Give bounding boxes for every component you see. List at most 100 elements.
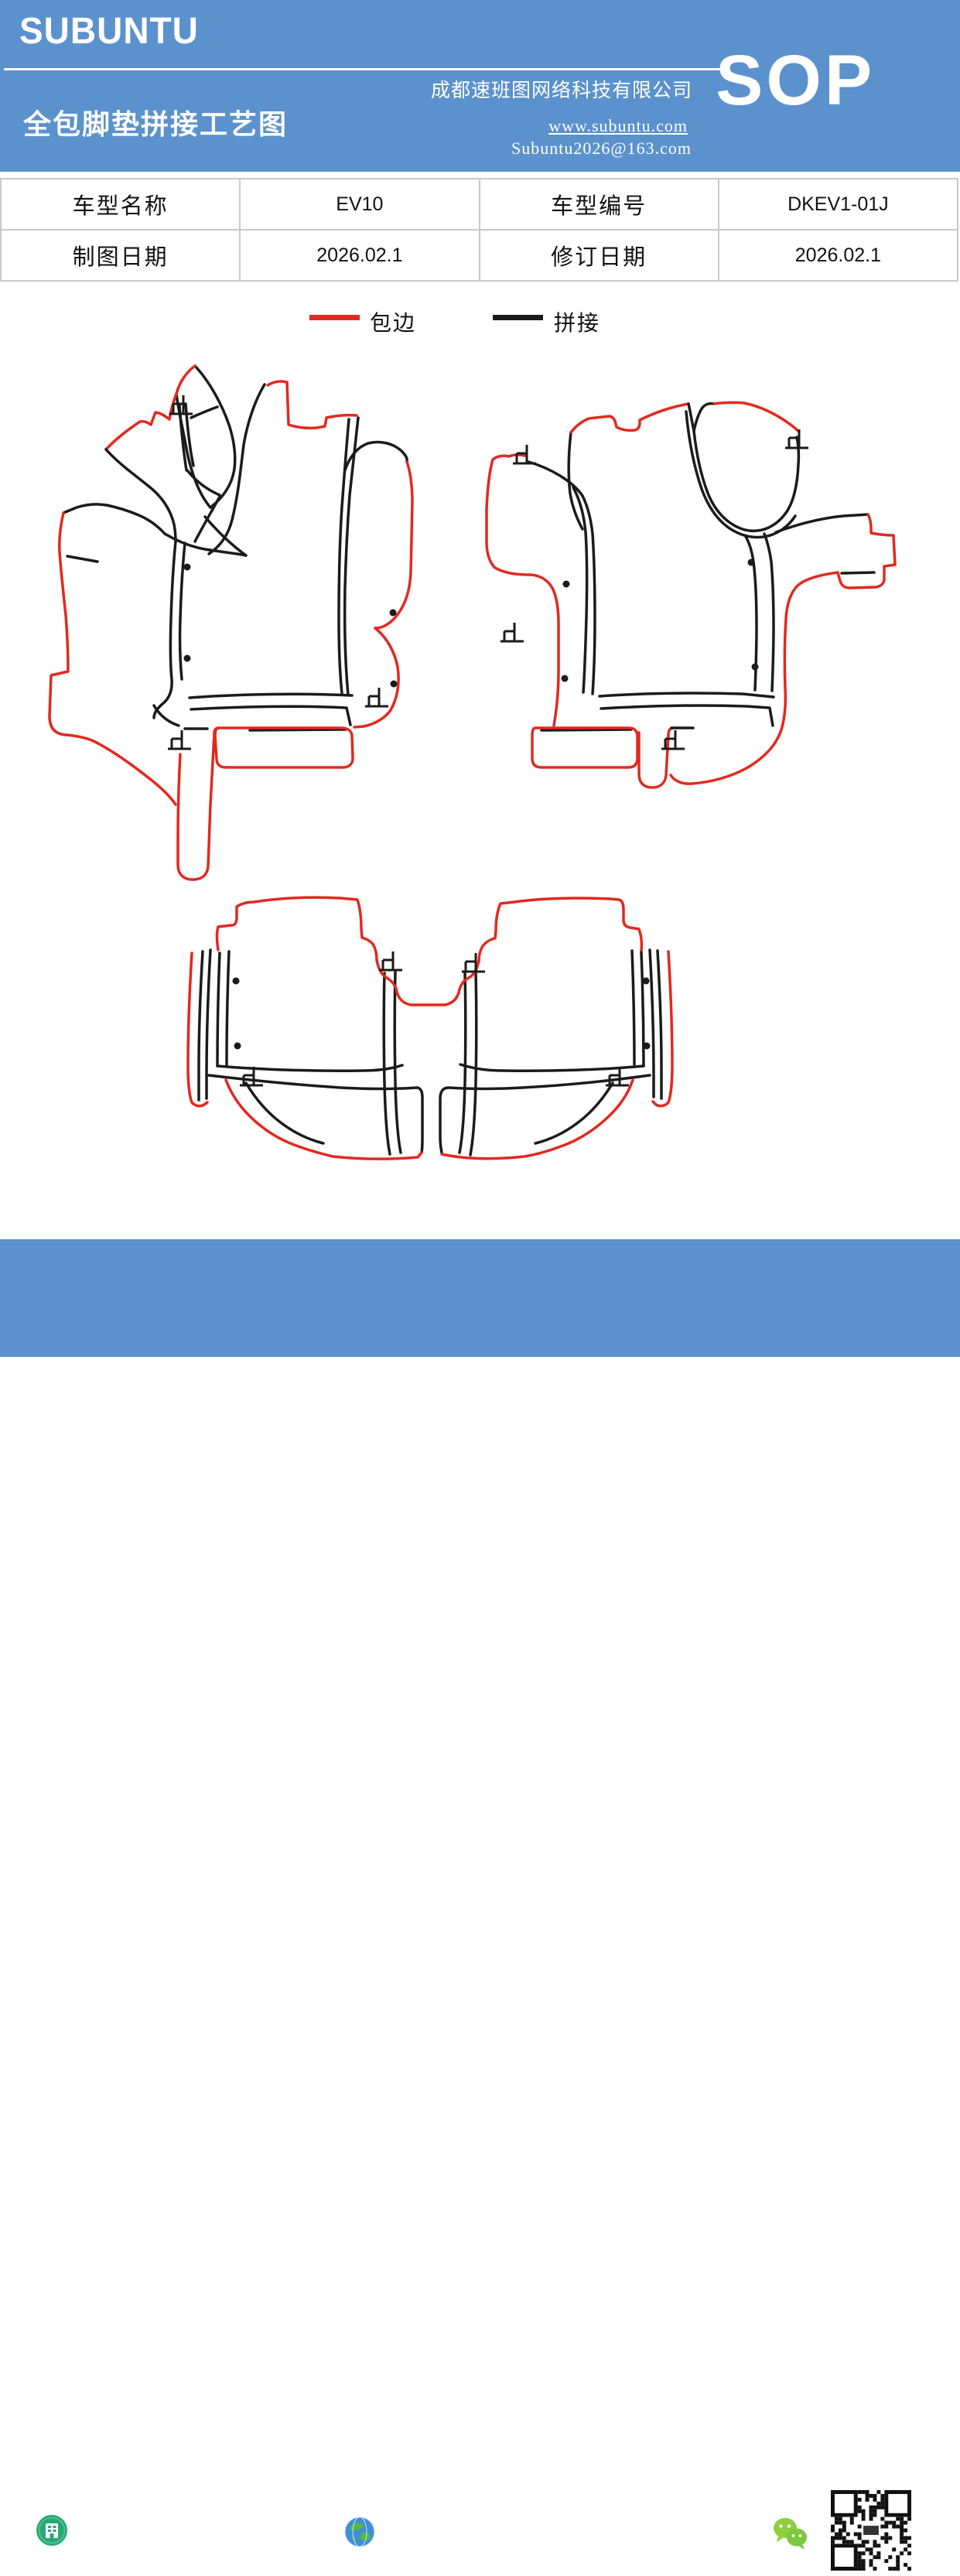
seam-line: [193, 364, 237, 509]
qr-code-modules: [831, 2490, 911, 2571]
seam-line: [178, 404, 188, 472]
alignment-dot: [390, 680, 398, 688]
seam-line: [534, 1081, 614, 1145]
binding-edge-line: [485, 453, 560, 727]
draw-date-value: 2026.02.1: [239, 229, 480, 282]
alignment-dot: [561, 675, 569, 682]
page-footer: 成都速班图网络科技有限公司 www.subuntu.com: [0, 1239, 960, 2576]
seam-line: [648, 948, 655, 1098]
stitch-stop-mark: [168, 730, 191, 750]
page-header: SUBUNTU 全包脚垫拼接工艺图 成都速班图网络科技有限公司 SOP www.…: [0, 0, 960, 172]
alignment-dot: [232, 977, 240, 985]
seam-line: [337, 418, 350, 695]
model-code-value: DKEV1-01J: [717, 178, 959, 231]
seam-line: [152, 704, 180, 727]
seam-line: [62, 503, 166, 535]
alignment-dot: [562, 580, 570, 588]
wechat-icon: [774, 2518, 807, 2550]
binding-edge-line: [48, 511, 177, 806]
table-row: 车型名称 EV10 车型编号 DKEV1-01J: [0, 178, 959, 231]
seam-line: [692, 429, 801, 532]
seam-line: [343, 416, 360, 696]
stitch-stop-mark: [785, 429, 808, 449]
seam-line: [203, 515, 248, 557]
seam-line: [178, 542, 186, 681]
seam-line: [184, 402, 195, 467]
binding-edge-line: [569, 402, 690, 434]
seam-line: [216, 1064, 404, 1072]
seam-line: [175, 392, 212, 509]
seam-line: [205, 948, 212, 1100]
seam-line: [581, 494, 596, 695]
table-row: 制图日期 2026.02.1 修订日期 2026.02.1: [0, 229, 959, 282]
alignment-dot: [747, 559, 755, 566]
binding-edge-line: [104, 392, 178, 451]
seam-line: [104, 448, 177, 543]
binding-edge-line: [637, 726, 675, 789]
seam-line: [207, 1074, 424, 1154]
revise-date-value: 2026.02.1: [717, 229, 959, 282]
seam-line: [572, 486, 589, 694]
legend-binding-line: [309, 315, 360, 320]
seam-line: [393, 970, 402, 1154]
binding-edge-line: [375, 958, 480, 1006]
alignment-dot: [389, 609, 397, 617]
seam-line: [774, 513, 869, 534]
seam-line: [382, 972, 391, 1156]
binding-edge-line: [186, 951, 209, 1108]
binding-edge-line: [836, 513, 897, 589]
alignment-dot: [642, 977, 650, 985]
seam-line: [152, 540, 177, 719]
binding-edge-line: [374, 460, 414, 630]
seam-line: [459, 1063, 645, 1072]
binding-edge-line: [266, 380, 358, 430]
seam-line: [188, 692, 354, 699]
revise-date-label: 修订日期: [478, 229, 719, 282]
binding-edge-line: [215, 896, 378, 962]
seam-line: [244, 1081, 325, 1145]
globe-icon: [344, 2516, 375, 2547]
binding-edge-line: [669, 571, 839, 785]
seam-line: [567, 431, 584, 531]
alignment-dot: [183, 654, 191, 662]
seam-line: [163, 532, 248, 557]
binding-edge-line: [214, 726, 354, 769]
seam-line: [763, 532, 775, 692]
footer-website-link[interactable]: www.subuntu.com: [382, 2522, 568, 2546]
vehicle-info-table: 车型名称 EV10 车型编号 DKEV1-01J 制图日期 2026.02.1 …: [0, 178, 959, 282]
brand-logo: SUBUNTU: [19, 9, 199, 52]
stitch-stop-mark: [500, 623, 524, 643]
binding-edge-line: [712, 401, 801, 433]
seam-line: [685, 410, 797, 539]
seam-line: [216, 951, 221, 1068]
seam-line: [343, 440, 408, 472]
seam-line: [190, 705, 352, 726]
seam-line: [193, 495, 221, 543]
seam-line: [598, 692, 775, 699]
qr-code: [825, 2485, 917, 2576]
binding-edge-line: [531, 726, 639, 769]
alignment-dot: [234, 1042, 241, 1050]
seam-line: [66, 555, 99, 563]
stitch-stop-mark: [379, 951, 402, 972]
seam-line: [540, 728, 633, 732]
header-website-link[interactable]: www.subuntu.com: [548, 116, 688, 135]
binding-edge-line: [175, 364, 196, 395]
alignment-dot: [751, 663, 759, 671]
seam-line: [687, 401, 716, 432]
seam-line: [743, 534, 758, 692]
model-name-value: EV10: [239, 178, 480, 231]
draw-date-label: 制图日期: [0, 229, 241, 282]
binding-edge-line: [477, 897, 644, 962]
binding-edge-line: [353, 627, 400, 729]
alignment-dot: [183, 563, 191, 571]
seam-line: [630, 949, 636, 1066]
stitch-stop-mark: [462, 953, 485, 973]
page-title: 全包脚垫拼接工艺图: [23, 109, 289, 140]
legend-seam-line: [493, 315, 543, 320]
footer-company-name: 成都速班图网络科技有限公司: [73, 2526, 385, 2551]
seam-line: [656, 949, 663, 1100]
stitch-stop-mark: [169, 395, 193, 415]
seam-line: [600, 704, 774, 727]
stitch-stop-mark: [513, 445, 536, 465]
